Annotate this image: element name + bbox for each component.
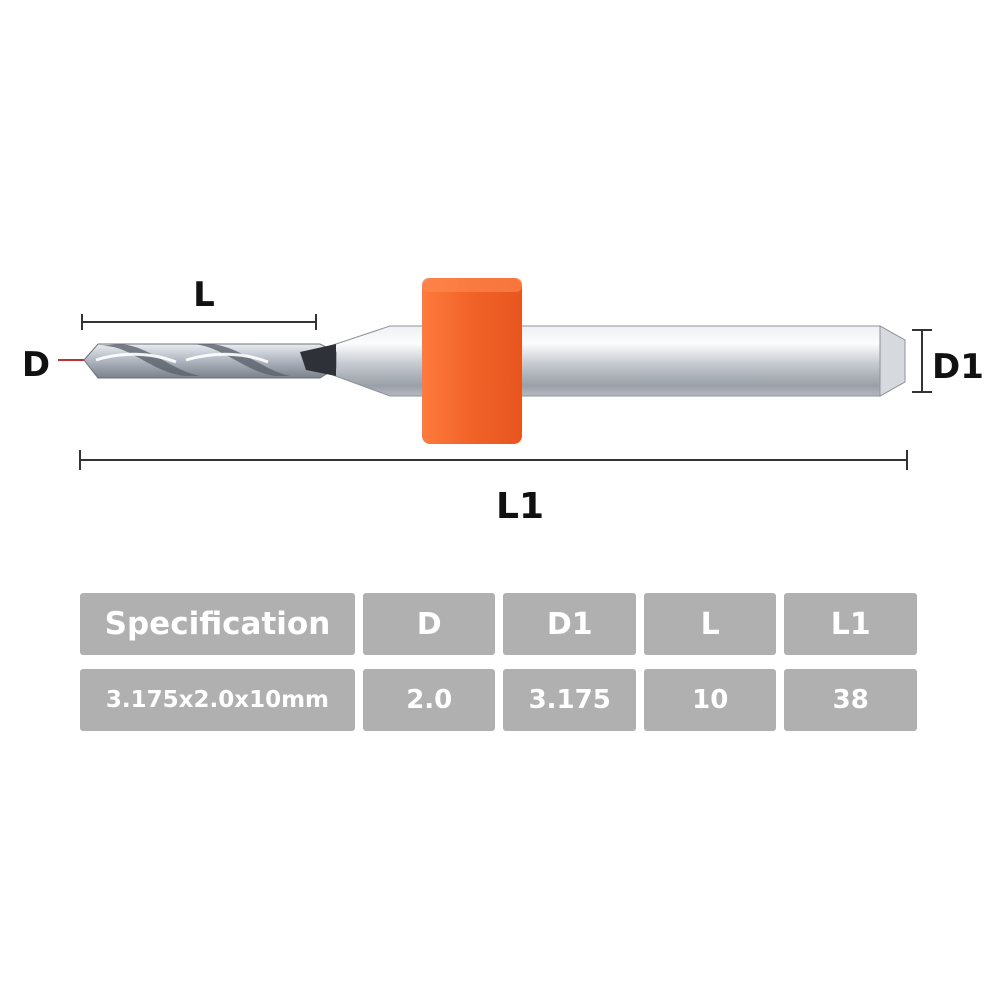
header-specification: Specification: [80, 593, 355, 655]
label-D: D: [22, 345, 50, 385]
dimension-D: D: [22, 345, 84, 385]
dimension-L: L: [81, 275, 317, 330]
dimension-L1: L1: [79, 450, 908, 527]
value-specification: 3.175x2.0x10mm: [80, 669, 355, 731]
header-L: L: [643, 593, 777, 655]
spec-header-row: Specification D D1 L L1: [80, 593, 917, 655]
label-D1: D1: [932, 347, 984, 387]
spec-value-row: 3.175x2.0x10mm 2.0 3.175 10 38: [80, 669, 917, 731]
value-L1: 38: [784, 669, 917, 731]
header-L1: L1: [784, 593, 917, 655]
orange-collar: [422, 278, 522, 444]
value-D: 2.0: [362, 669, 496, 731]
drill-shank: [329, 325, 906, 397]
label-L: L: [193, 275, 215, 315]
label-L1: L1: [496, 486, 544, 527]
drill-flute: [83, 343, 337, 379]
value-D1: 3.175: [503, 669, 636, 731]
header-D1: D1: [503, 593, 636, 655]
value-L: 10: [643, 669, 777, 731]
header-D: D: [362, 593, 496, 655]
dimension-D1: D1: [912, 329, 984, 393]
drill-bit-diagram: L D D1 L1: [22, 275, 984, 527]
spec-table: Specification D D1 L L1 3.175x2.0x10mm 2…: [80, 593, 917, 745]
